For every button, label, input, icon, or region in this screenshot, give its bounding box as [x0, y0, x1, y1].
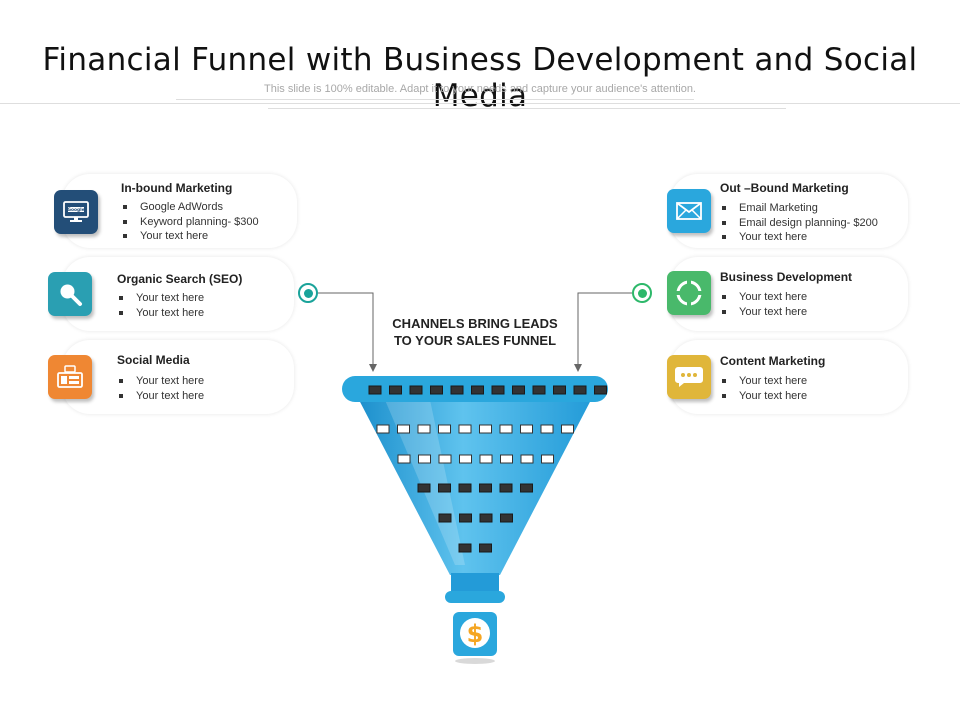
lead-square — [438, 424, 451, 434]
content-marketing-list: Your text here Your text here — [720, 374, 807, 403]
card-inbound-marketing — [62, 174, 297, 248]
lead-square — [532, 385, 546, 395]
social-media-list: Your text here Your text here — [117, 374, 204, 403]
svg-text:Google: Google — [67, 207, 84, 213]
lead-square — [459, 513, 472, 523]
lead-square — [479, 513, 493, 523]
inbound-marketing-list: Google AdWords Keyword planning- $300 Yo… — [121, 200, 259, 244]
funnel-highlight — [385, 400, 465, 565]
list-item: Your text here — [720, 230, 878, 245]
funnel-caption: CHANNELS BRING LEADS TO YOUR SALES FUNNE… — [375, 315, 575, 349]
lead-square — [520, 454, 534, 464]
lead-square — [438, 513, 452, 523]
business-development-list: Your text here Your text here — [720, 290, 807, 319]
lead-square — [397, 424, 410, 434]
header-rule — [0, 103, 960, 104]
lead-square — [594, 385, 607, 395]
organic-search-list: Your text here Your text here — [117, 291, 204, 320]
list-item: Your text here — [117, 291, 204, 306]
lead-square — [479, 543, 492, 553]
lead-square — [500, 454, 513, 464]
business-development-title: Business Development — [720, 270, 853, 284]
lead-square — [541, 454, 554, 464]
lead-square — [418, 454, 431, 464]
header-rule-short-2 — [268, 108, 786, 109]
list-item: Your text here — [117, 374, 204, 389]
content-marketing-title: Content Marketing — [720, 354, 826, 368]
inbound-marketing-title: In-bound Marketing — [121, 181, 233, 195]
lead-square — [512, 385, 525, 395]
lead-square — [500, 513, 513, 523]
dollar-coin-icon — [460, 618, 490, 648]
card-social-media — [62, 340, 294, 414]
lead-square — [479, 483, 492, 493]
lead-square — [368, 385, 382, 395]
lead-square — [520, 424, 533, 434]
lead-square — [438, 483, 451, 493]
chat-bubble-icon — [667, 355, 711, 399]
left-connector-node — [298, 283, 318, 303]
outbound-marketing-list: Email Marketing Email design planning- $… — [720, 201, 878, 245]
cycle-arrows-icon — [667, 271, 711, 315]
list-item: Email design planning- $200 — [720, 216, 878, 231]
dollar-symbol: $ — [467, 620, 484, 648]
list-item: Your text here — [121, 229, 259, 244]
funnel-leads — [368, 385, 607, 553]
funnel-caption-line1: CHANNELS BRING LEADS — [392, 316, 558, 331]
lead-square — [430, 385, 443, 395]
lead-square — [409, 385, 423, 395]
organic-search-title: Organic Search (SEO) — [117, 272, 243, 286]
lead-square — [397, 454, 411, 464]
lead-square — [499, 424, 513, 434]
lead-square — [376, 424, 390, 434]
lead-square — [458, 424, 472, 434]
lead-square — [573, 385, 587, 395]
funnel-spout-lip — [445, 591, 505, 603]
lead-square — [520, 483, 533, 493]
funnel-caption-line2: TO YOUR SALES FUNNEL — [393, 333, 557, 348]
envelope-icon — [667, 189, 711, 233]
lead-square — [417, 424, 431, 434]
lead-square — [553, 385, 566, 395]
lead-square — [458, 483, 472, 493]
card-organic-search — [62, 257, 294, 331]
header-rule-short — [176, 99, 694, 100]
right-connector-node — [632, 283, 652, 303]
list-item: Your text here — [720, 290, 807, 305]
lead-square — [458, 543, 472, 553]
list-item: Your text here — [720, 374, 807, 389]
funnel-spout — [451, 573, 499, 593]
lead-square — [479, 424, 492, 434]
social-media-icon — [48, 355, 92, 399]
list-item: Your text here — [720, 305, 807, 320]
lead-square — [459, 454, 472, 464]
coin-shadow — [455, 658, 495, 664]
list-item: Keyword planning- $300 — [121, 215, 259, 230]
list-item: Your text here — [117, 306, 204, 321]
monitor-google-icon: Google — [54, 190, 98, 234]
lead-square — [450, 385, 464, 395]
magnifier-icon — [48, 272, 92, 316]
lead-square — [479, 454, 493, 464]
outbound-marketing-title: Out –Bound Marketing — [720, 181, 849, 195]
social-media-title: Social Media — [117, 353, 190, 367]
list-item: Your text here — [720, 389, 807, 404]
lead-square — [561, 424, 574, 434]
lead-square — [499, 483, 513, 493]
list-item: Google AdWords — [121, 200, 259, 215]
lead-square — [471, 385, 484, 395]
funnel-cone — [358, 398, 592, 575]
lead-square — [491, 385, 505, 395]
lead-square — [540, 424, 554, 434]
lead-square — [438, 454, 452, 464]
list-item: Email Marketing — [720, 201, 878, 216]
slide-title: Financial Funnel with Business Developme… — [42, 42, 918, 114]
list-item: Your text here — [117, 389, 204, 404]
lead-square — [417, 483, 431, 493]
slide-subtitle: This slide is 100% editable. Adapt it to… — [264, 83, 696, 95]
lead-square — [389, 385, 402, 395]
